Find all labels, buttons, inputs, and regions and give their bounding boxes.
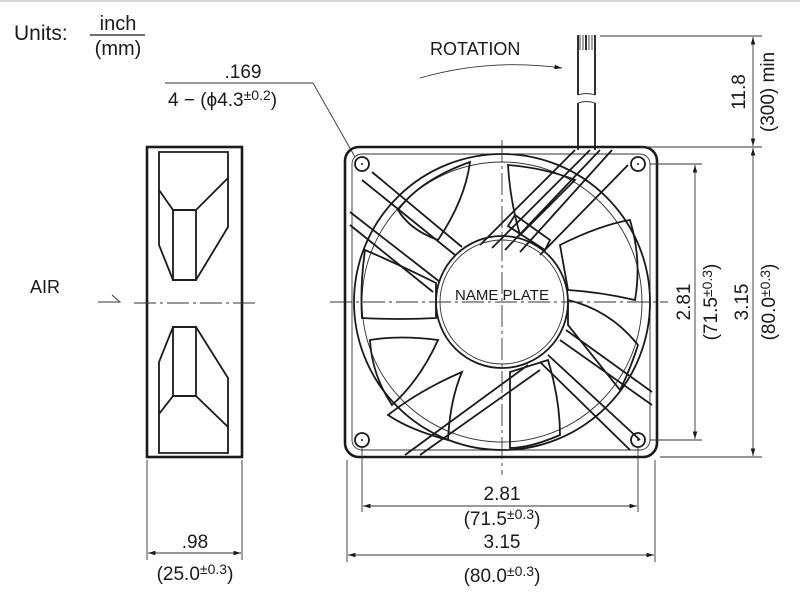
rotation-label: ROTATION [430,39,520,59]
units-denominator: (mm) [95,38,142,60]
top-border [0,0,800,2]
air-label: AIR [30,277,60,297]
lead-length-mm: (300) min [758,52,779,132]
mount-pitch-vertical-mm: (71.5±0.3) [699,264,722,341]
nameplate-label: NAME PLATE [455,287,549,304]
mounting-holes [354,156,646,448]
frame-width-inch: 3.15 [484,532,521,553]
frame-width-mm: (80.0±0.3) [464,563,541,587]
side-view [134,145,256,459]
units-label: Units: [14,22,68,45]
fan-front-view: NAME PLATE [330,140,668,475]
vertical-dimensions: 2.81 (71.5±0.3) 3.15 (80.0±0.3) [650,148,780,458]
rotation-arrow-icon [419,64,563,79]
air-arrow-icon [98,294,122,303]
lead-length-inch: 11.8 [729,74,750,110]
hole-callout-mm: 4 − (ϕ4.3±0.2) [168,87,277,111]
lead-wires [577,35,596,150]
units-numerator: inch [100,13,137,35]
hole-callout: .169 4 − (ϕ4.3±0.2) [165,62,356,158]
depth-inch: .98 [182,532,208,553]
mount-pitch-horizontal-inch: 2.81 [484,484,521,505]
hole-callout-inch: .169 [225,62,262,83]
rotation-indicator: ROTATION [419,39,563,79]
units-legend: Units: inch (mm) [14,13,145,60]
depth-dimension: .98 (25.0±0.3) [146,460,243,585]
horizontal-dimensions: 2.81 (71.5±0.3) 3.15 (80.0±0.3) [346,448,656,587]
lead-length-dimension: 11.8 (300) min [600,35,779,148]
depth-mm: (25.0±0.3) [157,561,234,585]
mount-pitch-vertical-inch: 2.81 [674,284,695,321]
air-direction: AIR [30,277,122,303]
frame-height-mm: (80.0±0.3) [757,264,780,341]
frame-height-inch: 3.15 [732,284,753,321]
mount-pitch-horizontal-mm: (71.5±0.3) [464,506,541,530]
